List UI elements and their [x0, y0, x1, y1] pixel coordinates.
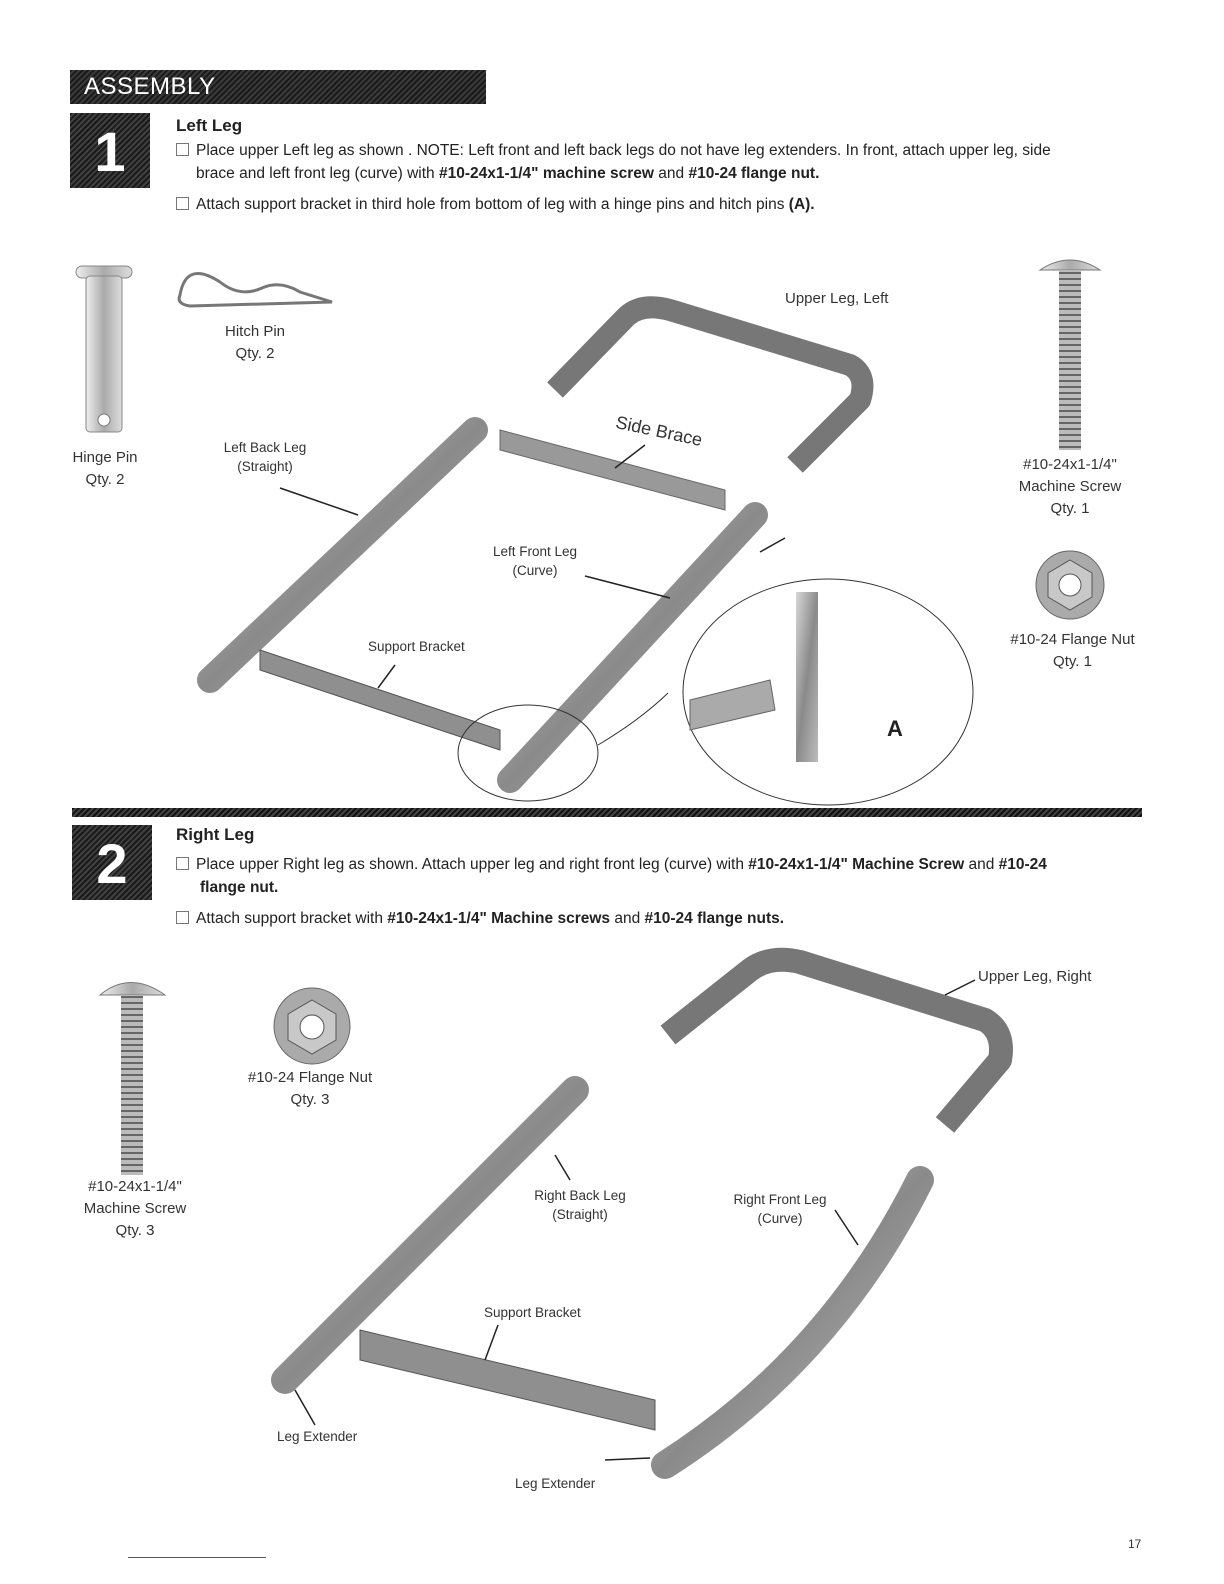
upper-leg-left-icon	[547, 296, 874, 473]
instruction-line: Place upper Right leg as shown. Attach u…	[176, 853, 1136, 876]
upper-leg-right-label: Upper Leg, Right	[978, 968, 1092, 985]
left-front-leg-icon	[497, 502, 768, 793]
instruction-bold: flange nut.	[200, 879, 279, 896]
instruction-text: Place upper Left leg as shown . NOTE: Le…	[196, 142, 1051, 159]
checkbox-icon[interactable]	[176, 143, 189, 156]
instruction-text: and	[653, 165, 689, 182]
detail-a-label: A	[887, 716, 903, 741]
step-2-instructions: Place upper Right leg as shown. Attach u…	[176, 853, 1136, 930]
step-1-badge: 1	[70, 113, 150, 188]
instruction-line: Attach support bracket in third hole fro…	[176, 193, 1136, 216]
flange-nut-icon	[1035, 550, 1105, 620]
upper-leg-right-icon	[660, 947, 1013, 1133]
hinge-pin-icon	[75, 265, 133, 433]
step-1-title: Left Leg	[176, 116, 243, 135]
page-number: 17	[1128, 1537, 1142, 1551]
support-bracket-label: Support Bracket	[368, 639, 465, 654]
step-2-diagram	[98, 947, 1013, 1479]
section-header: ASSEMBLY	[70, 70, 486, 104]
right-front-leg-label: Right Front Leg(Curve)	[733, 1192, 827, 1226]
support-bracket-icon	[259, 649, 501, 751]
instruction-text: and	[964, 856, 999, 873]
instruction-line: flange nut.	[176, 876, 1136, 899]
instruction-line: Place upper Left leg as shown . NOTE: Le…	[176, 139, 1136, 162]
section-title: ASSEMBLY	[84, 73, 216, 100]
footer-rule	[128, 1557, 266, 1558]
instruction-bold: #10-24 flange nut.	[688, 165, 820, 182]
instruction-line: Attach support bracket with #10-24x1-1/4…	[176, 907, 1136, 930]
detail-callout	[457, 704, 599, 802]
machine-screw-icon	[98, 982, 167, 1175]
support-bracket-label: Support Bracket	[484, 1305, 581, 1320]
step-1-instructions: Place upper Left leg as shown . NOTE: Le…	[176, 139, 1136, 216]
hitch-pin-icon	[177, 272, 333, 308]
upper-leg-left-label: Upper Leg, Left	[785, 290, 889, 307]
leg-extender-label: Leg Extender	[515, 1476, 596, 1491]
step-number: 1	[94, 120, 126, 183]
right-back-leg-label: Right Back Leg(Straight)	[534, 1188, 626, 1222]
instruction-line: brace and left front leg (curve) with #1…	[176, 162, 1136, 185]
detail-a-circle	[682, 578, 974, 806]
flange-nut-icon	[273, 987, 351, 1065]
instruction-text: brace and left front leg (curve) with	[196, 165, 439, 182]
machine-screw-icon	[1038, 259, 1102, 450]
leg-extender-label: Leg Extender	[277, 1429, 358, 1444]
section-divider	[72, 808, 1142, 817]
step-2-badge: 2	[72, 825, 152, 900]
checkbox-icon[interactable]	[176, 197, 189, 210]
left-back-leg-label: Left Back Leg(Straight)	[223, 440, 307, 474]
instruction-bold: #10-24x1-1/4" machine screw	[438, 165, 654, 182]
instruction-bold: #10-24	[998, 856, 1047, 873]
instruction-text: Place upper Right leg as shown. Attach u…	[196, 856, 749, 873]
step-number: 2	[96, 832, 128, 895]
right-back-leg-icon	[271, 1076, 589, 1394]
checkbox-icon[interactable]	[176, 857, 189, 870]
instruction-text: Attach support bracket in third hole fro…	[196, 196, 789, 213]
instruction-bold: #10-24x1-1/4" Machine screws	[387, 910, 611, 927]
left-front-leg-label: Left Front Leg(Curve)	[492, 544, 578, 578]
instruction-text: Attach support bracket with	[196, 910, 388, 927]
instruction-bold: (A).	[788, 196, 815, 213]
instruction-bold: #10-24 flange nuts.	[644, 910, 785, 927]
side-brace-icon	[499, 429, 726, 511]
instruction-text: and	[610, 910, 645, 927]
support-bracket-icon	[359, 1329, 656, 1431]
step-2-title: Right Leg	[176, 825, 255, 844]
right-front-leg-icon	[651, 1166, 934, 1479]
instruction-bold: #10-24x1-1/4" Machine Screw	[748, 856, 965, 873]
checkbox-icon[interactable]	[176, 911, 189, 924]
left-back-leg-icon	[197, 417, 488, 693]
step-1-diagram	[75, 259, 1105, 806]
